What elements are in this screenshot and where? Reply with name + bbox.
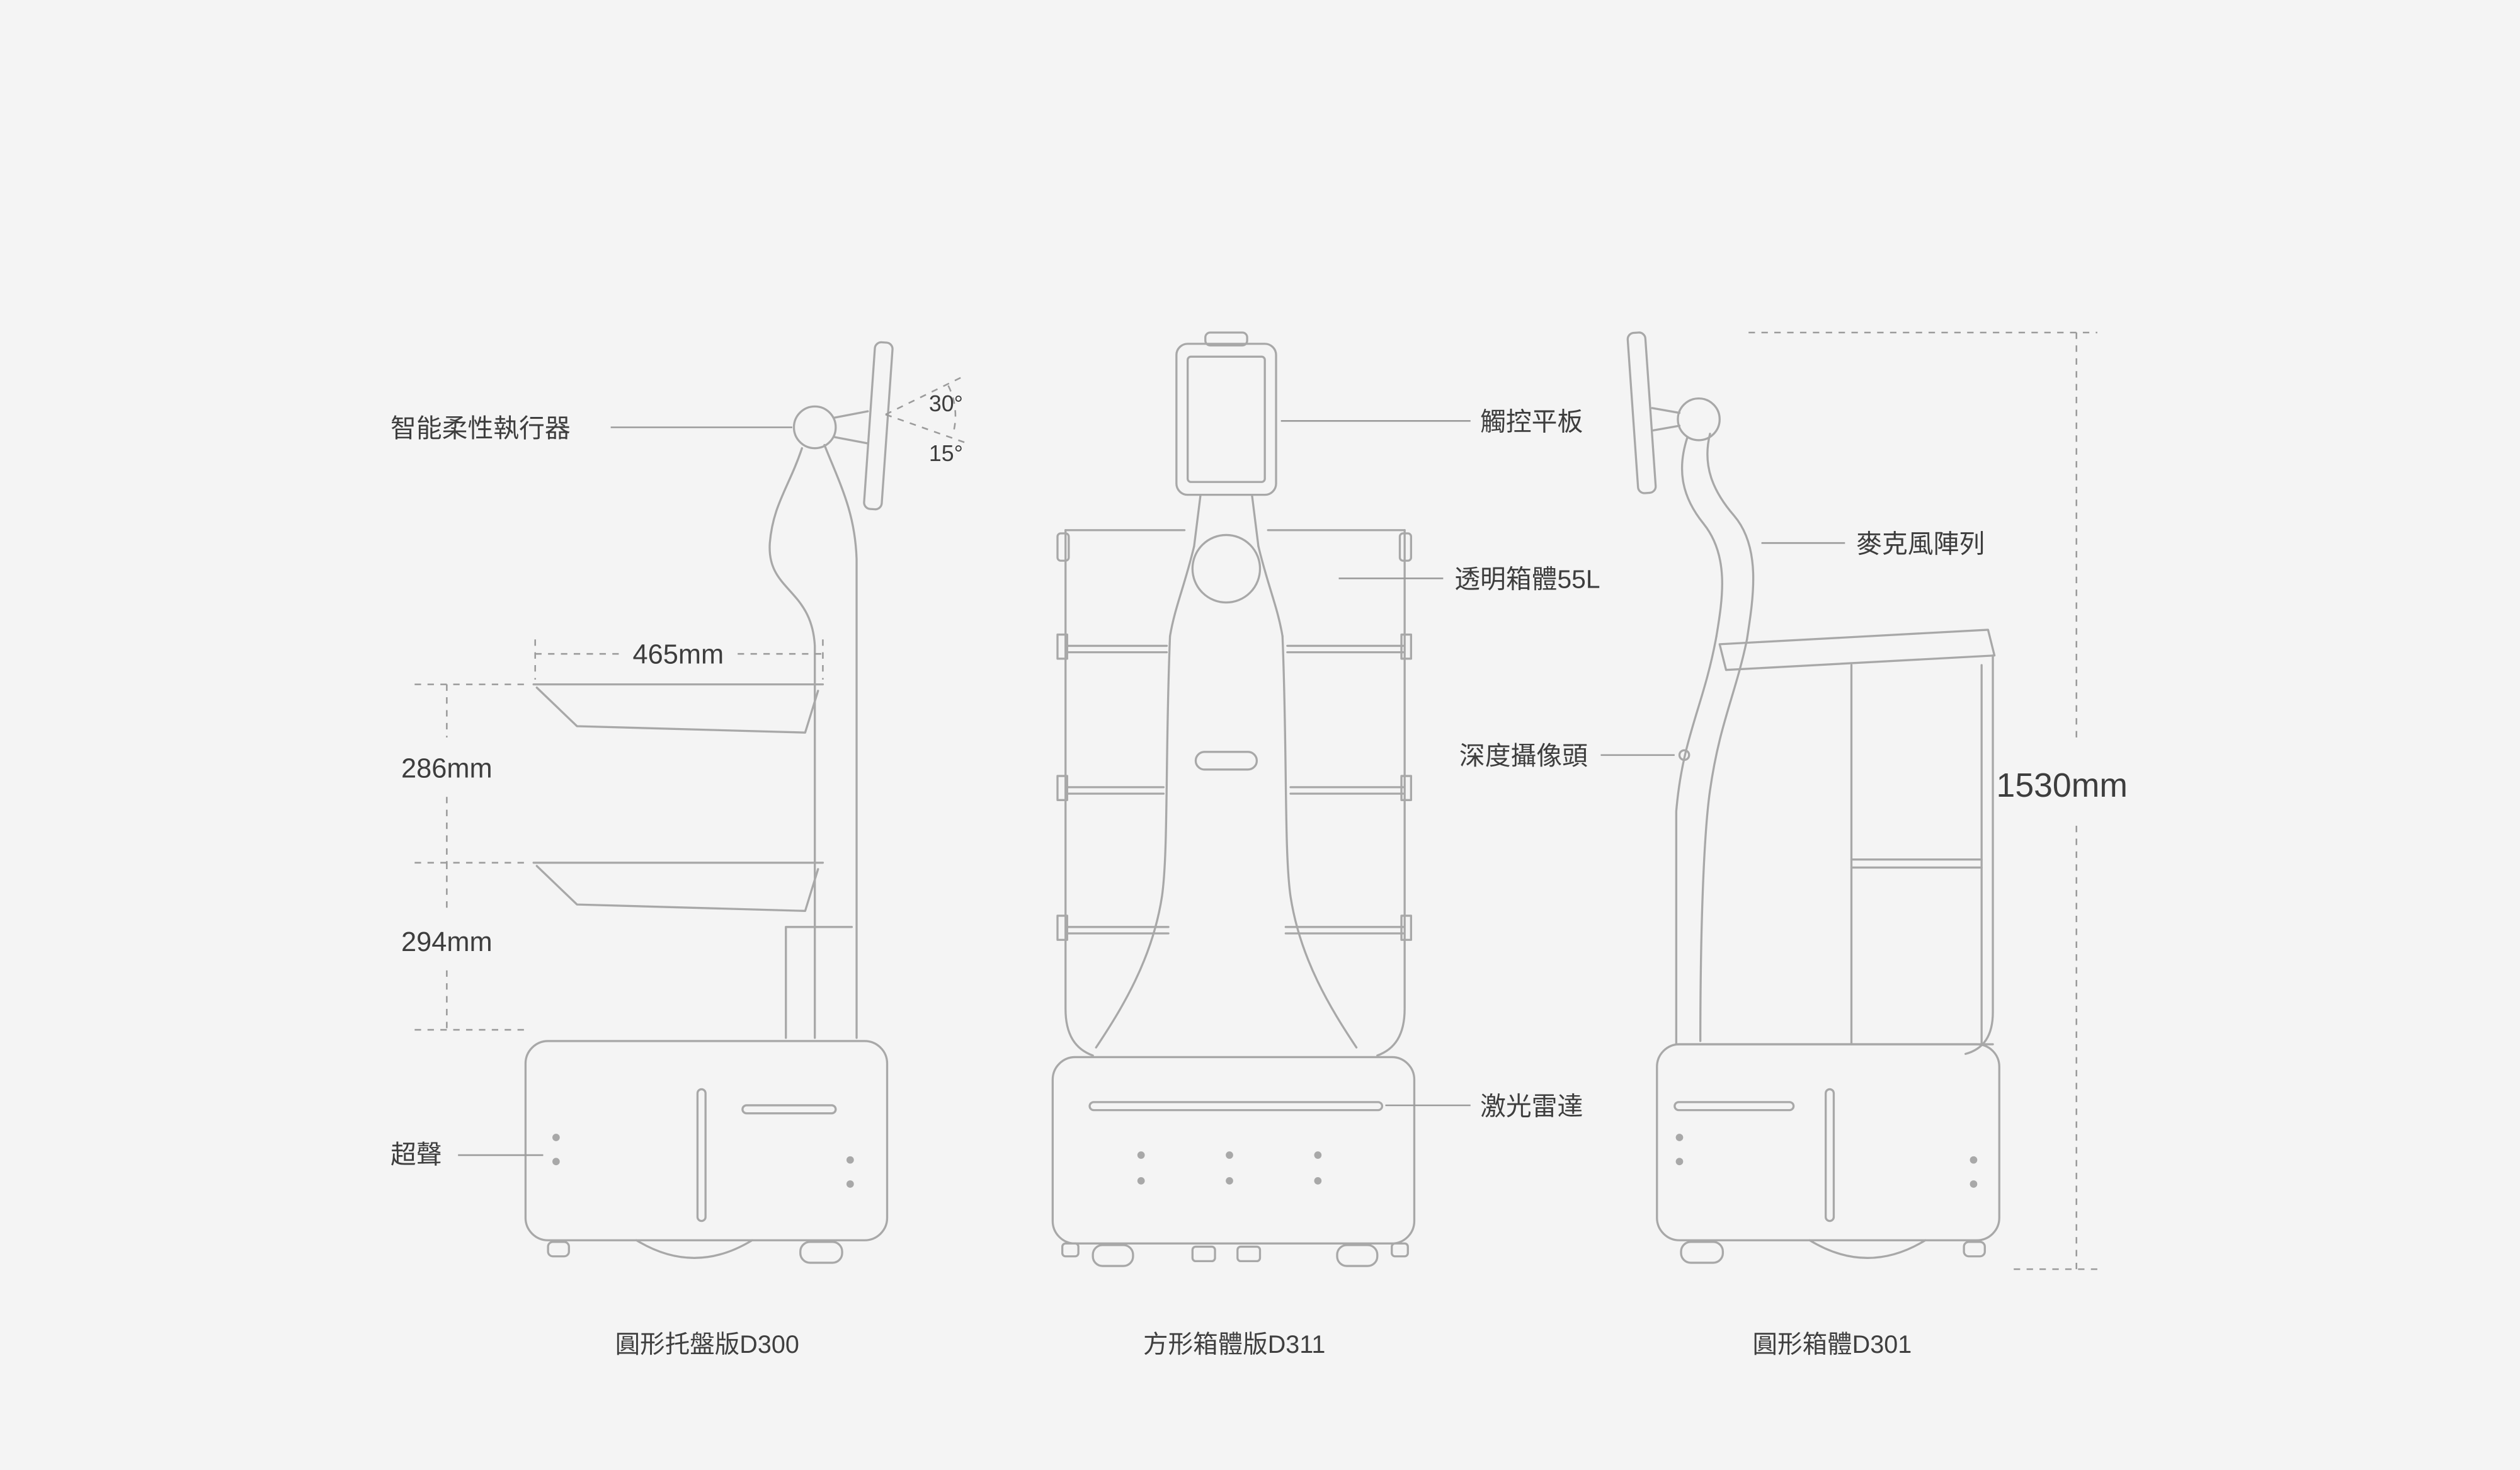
d301-body-inner-edge (1699, 638, 1748, 1042)
d311-hinge-tab (1056, 532, 1070, 562)
actuator-label: 智能柔性執行器 (391, 414, 571, 443)
d311-base (1051, 1056, 1416, 1245)
d311-shelves-right (1284, 644, 1405, 935)
d300-ultrasonic-dot (552, 1134, 560, 1141)
d311-sensor-dot (1137, 1177, 1145, 1185)
ultrasonic-label: 超聲 (391, 1140, 442, 1169)
d311-sensor-dot (1226, 1151, 1233, 1159)
d311-shelf-tab (1056, 914, 1068, 941)
d300-base (524, 1040, 889, 1241)
spacing-upper-label: 286mm (401, 754, 493, 784)
d300-bumper (547, 1241, 570, 1258)
d311-column-left (1095, 635, 1172, 1049)
spacing-lower-label: 294mm (401, 927, 493, 957)
d300-spine-front (768, 447, 816, 1039)
robot-d301-drawing (1626, 331, 2000, 1264)
d300-tilt-line-up (885, 375, 965, 416)
d301-body-front-edge (1675, 635, 1718, 1046)
caption-d300: 圓形托盤版D300 (615, 1331, 799, 1359)
d301-caster (1680, 1241, 1725, 1264)
d311-handle (1194, 751, 1258, 771)
d300-actuator-arm (833, 410, 869, 445)
cabinet-label: 透明箱體55L (1454, 565, 1600, 594)
d300-ultrasonic-dot (552, 1158, 560, 1166)
mic-array-label: 麥克風陣列 (1856, 529, 1985, 558)
d311-caster (1092, 1244, 1134, 1267)
d300-tray-upper-dish (535, 687, 819, 734)
d300-dimensions (414, 639, 824, 1031)
d311-bumper (1061, 1242, 1080, 1258)
d300-sensor-dot (846, 1156, 854, 1164)
caption-d301: 圓形箱體D301 (1753, 1331, 1912, 1359)
d311-wheel (1236, 1245, 1262, 1263)
d300-support-box (785, 926, 853, 1039)
d301-wheel-arc (1808, 1239, 1927, 1259)
robot-d311-drawing (1051, 331, 1416, 1267)
tilt-down-label: 15° (929, 441, 963, 466)
d301-height-dimension (1748, 331, 2097, 1270)
d300-sensor-dot (846, 1180, 854, 1188)
tablet-label: 觸控平板 (1480, 407, 1583, 436)
d311-sensor-dot (1314, 1177, 1322, 1185)
lidar-label: 激光雷達 (1480, 1091, 1583, 1120)
d311-pan-tilt-joint (1191, 533, 1262, 604)
d311-column-right (1281, 635, 1358, 1049)
d300-spine-back (823, 443, 858, 1039)
d301-actuator-arm (1651, 407, 1681, 432)
d300-display-panel (863, 341, 894, 511)
d311-bumper (1391, 1242, 1409, 1258)
d311-shelf-tab (1400, 914, 1413, 941)
d300-base-lidar-slot (741, 1104, 837, 1115)
d301-base-vertical-slot (1825, 1088, 1835, 1222)
tray-width-label: 465mm (632, 639, 724, 669)
d311-shelf-tab (1400, 633, 1413, 660)
d311-neck-flare (1168, 545, 1284, 637)
d301-pole-back (1706, 433, 1755, 641)
d311-tablet-screen (1187, 355, 1266, 483)
d311-shelf-tab (1056, 633, 1068, 660)
d311-tablet (1175, 343, 1277, 496)
tilt-up-label: 30° (929, 391, 963, 416)
d300-tray-lower-dish (535, 865, 819, 912)
total-height-label: 1530mm (1997, 767, 2128, 804)
d300-tilt-arc (947, 385, 957, 435)
d311-shelf-tab (1400, 775, 1413, 801)
d301-depth-camera (1678, 749, 1690, 761)
caption-d311: 方形箱體版D311 (1143, 1331, 1325, 1359)
dim-line-left-horizontals (414, 683, 531, 1031)
d311-base-lidar-slot (1088, 1101, 1384, 1112)
d300-tilt-line-down (885, 413, 968, 445)
d311-shelves-left (1066, 644, 1170, 935)
d300-wheel-arc (635, 1239, 753, 1259)
d301-cabinet-back-edge (1964, 654, 1994, 1055)
d301-display-panel (1626, 331, 1657, 494)
d300-base-vertical-slot (696, 1088, 707, 1222)
d311-shelf-tab (1056, 775, 1068, 801)
d301-sensor-dot (1970, 1156, 1978, 1164)
d301-ultrasonic-dot (1675, 1134, 1684, 1141)
d300-actuator-joint (792, 405, 837, 450)
d300-caster (799, 1241, 843, 1264)
d301-actuator-joint (1677, 397, 1721, 442)
d311-sensor-dot (1137, 1151, 1145, 1159)
d311-cabinet-right-wall (1376, 529, 1406, 1057)
d311-wheel (1191, 1245, 1216, 1263)
d311-sensor-dot (1226, 1177, 1233, 1185)
d301-ultrasonic-dot (1675, 1158, 1684, 1166)
d311-cabinet-left-wall (1064, 529, 1094, 1057)
depth-camera-label: 深度攝像頭 (1459, 741, 1588, 770)
d301-cabinet-top-slab (1718, 629, 1996, 671)
d311-caster (1336, 1244, 1379, 1267)
d301-cabinet-shelf (1850, 858, 1983, 869)
d301-pole-front (1680, 436, 1723, 637)
robot-d300-drawing (524, 341, 968, 1264)
d311-tablet-top-tab (1204, 331, 1248, 347)
d301-sensor-dot (1970, 1180, 1978, 1188)
d301-base-lidar-slot (1673, 1101, 1795, 1112)
d311-sensor-dot (1314, 1151, 1322, 1159)
d301-bumper (1963, 1241, 1986, 1258)
d311-neck (1193, 493, 1260, 547)
d301-base (1656, 1043, 2000, 1241)
